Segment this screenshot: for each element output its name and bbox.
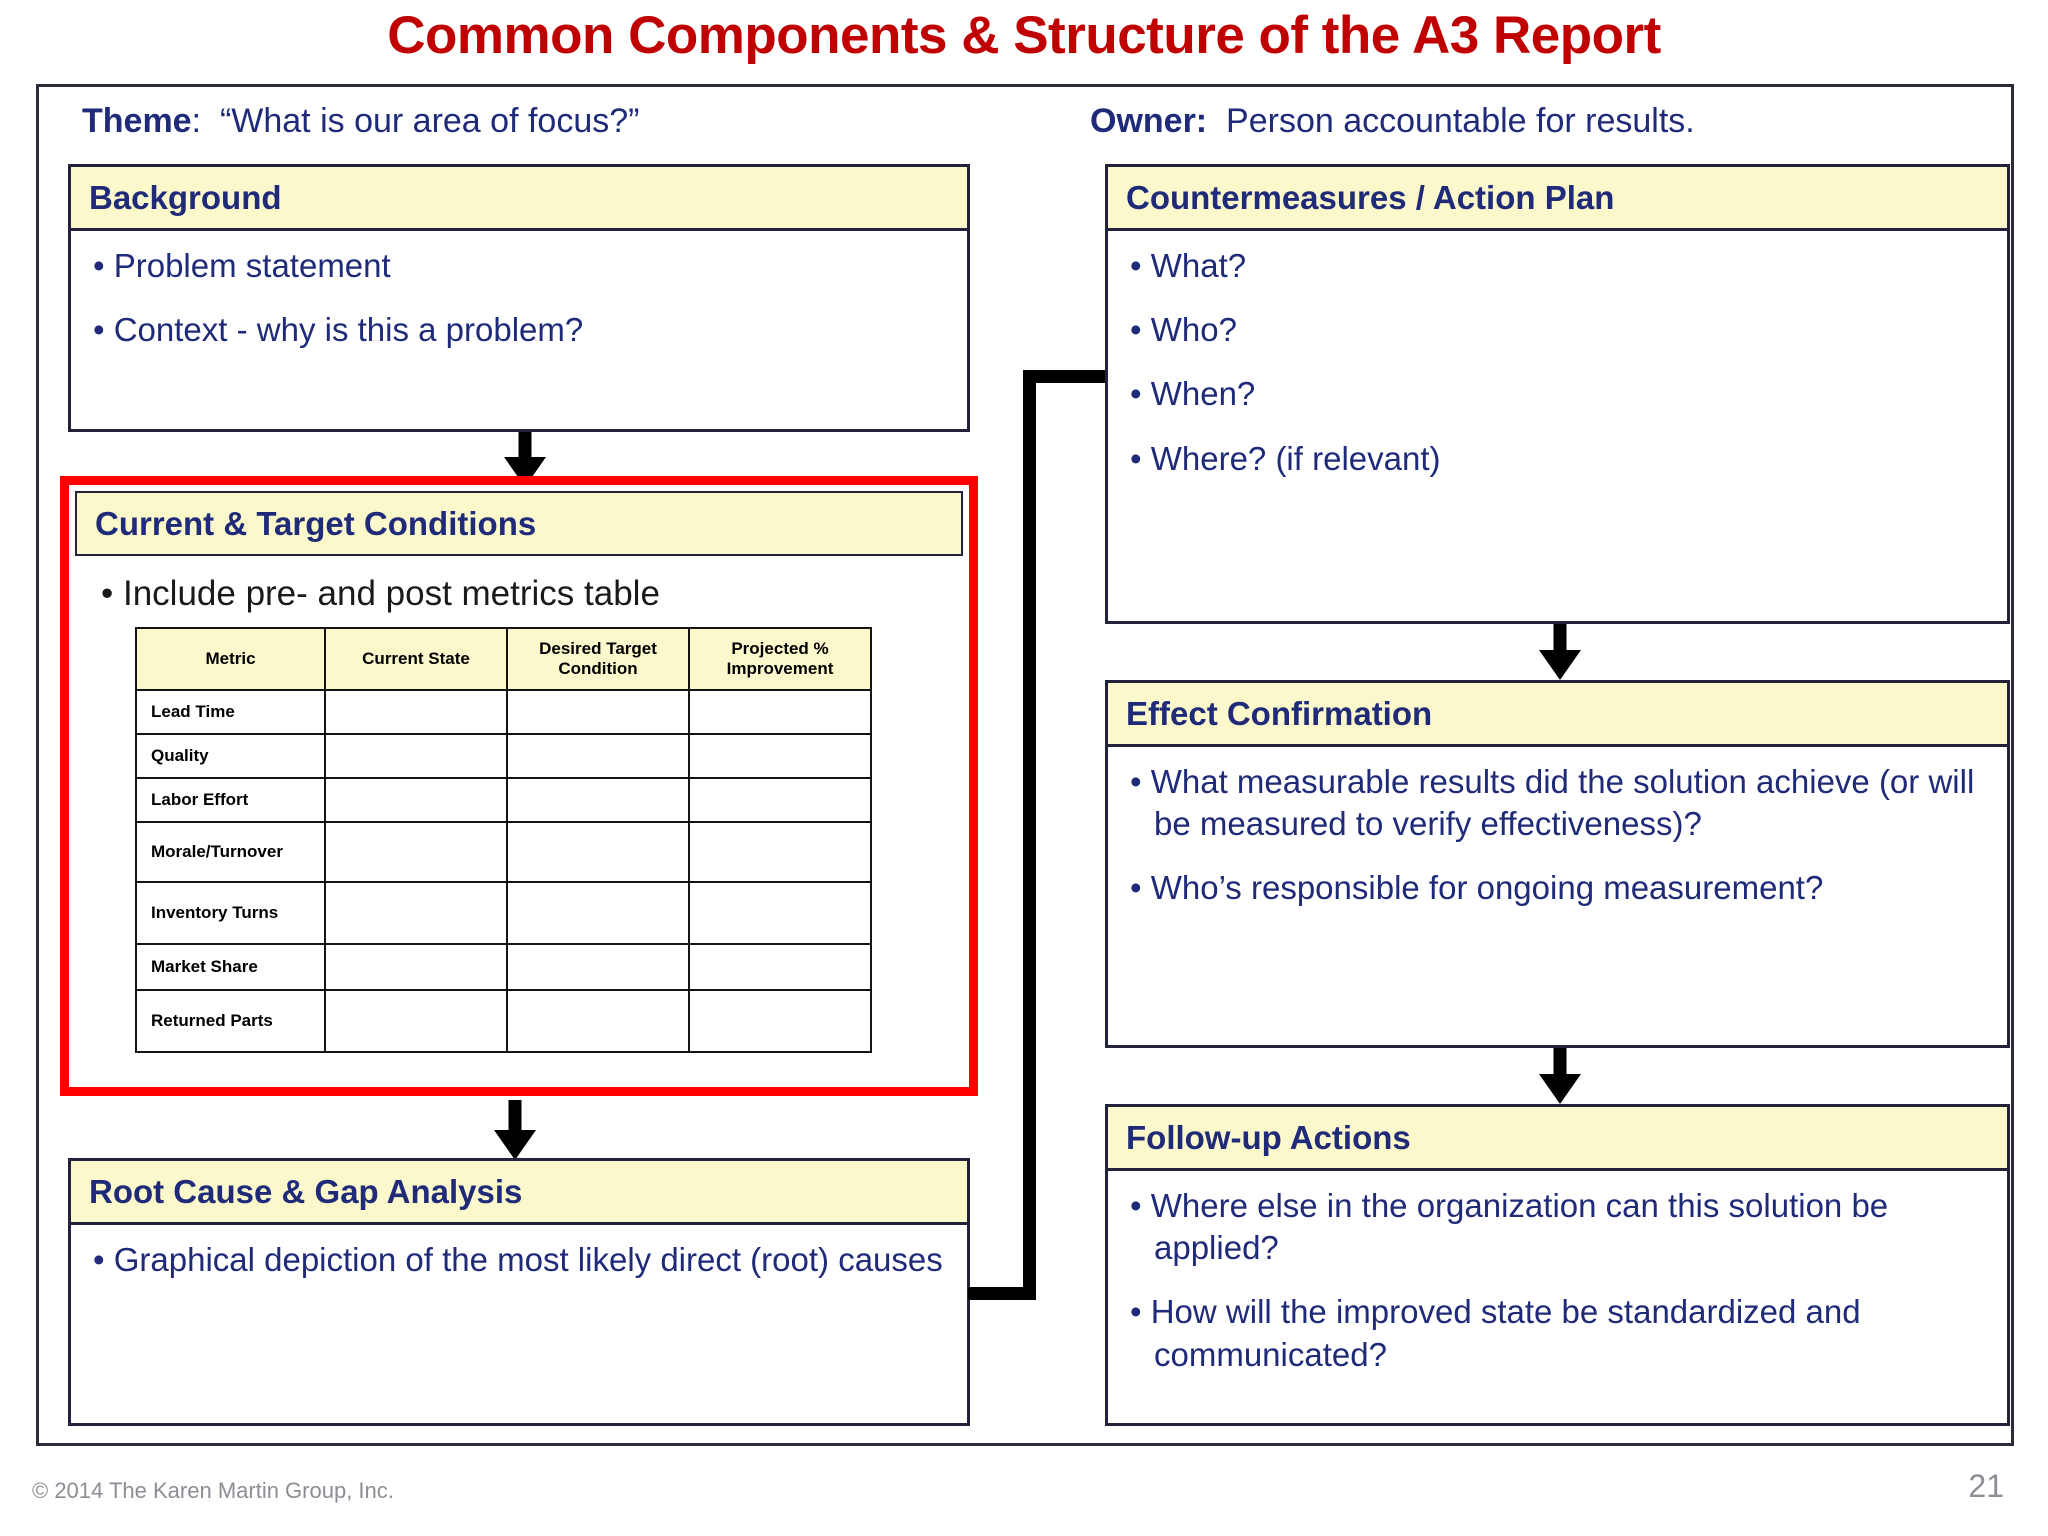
owner-value: Person accountable for results. (1226, 102, 1695, 140)
column-header-current-state: Current State (324, 626, 508, 691)
cell-projected-improvement[interactable] (688, 988, 872, 1053)
box-followup-body: • Where else in the organization can thi… (1108, 1171, 2007, 1376)
box-current-target-body: • Include pre- and post metrics table Me… (75, 556, 963, 1053)
cell-projected-improvement[interactable] (688, 942, 872, 991)
theme-label: Theme (82, 102, 192, 140)
cell-desired-target[interactable] (506, 688, 690, 735)
arrow-down-icon (485, 1100, 545, 1160)
cell-desired-target[interactable] (506, 880, 690, 945)
flow-connector-arrow (968, 356, 1138, 1300)
owner-label: Owner: (1090, 102, 1208, 140)
cell-desired-target[interactable] (506, 988, 690, 1053)
bullet-item: • Problem statement (93, 247, 391, 284)
owner-line: Owner: Person accountable for results. (1090, 102, 1695, 140)
bullet-item: • Context - why is this a problem? (93, 311, 584, 349)
theme-line: Theme: “What is our area of focus?” (82, 102, 640, 140)
box-effect-body: • What measurable results did the soluti… (1108, 747, 2007, 910)
bullet-item: • Where else in the organization can thi… (1130, 1187, 1889, 1267)
connector-segment-horizontal-bottom (968, 1287, 1036, 1300)
metric-label: Labor Effort (135, 776, 326, 823)
box-countermeasures-action-plan: Countermeasures / Action Plan • What? • … (1105, 164, 2010, 624)
connector-segment-vertical (1023, 380, 1036, 1300)
cell-desired-target[interactable] (506, 776, 690, 823)
bullet-item: • Who? (1130, 311, 1237, 349)
cell-projected-improvement[interactable] (688, 732, 872, 779)
table-row: Quality (135, 732, 872, 779)
box-countermeasures-body: • What? • Who? • When? • Where? (if rele… (1108, 231, 2007, 480)
box-root-cause-heading: Root Cause & Gap Analysis (71, 1161, 967, 1225)
table-row: Returned Parts (135, 988, 872, 1053)
table-row: Labor Effort (135, 776, 872, 823)
cell-desired-target[interactable] (506, 732, 690, 779)
bullet-item: • Graphical depiction of the most likely… (93, 1241, 943, 1278)
column-header-projected-improvement: Projected % Improvement (688, 626, 872, 691)
box-background-body: • Problem statement • Context - why is t… (71, 231, 967, 351)
box-background-heading: Background (71, 167, 967, 231)
box-effect-heading: Effect Confirmation (1108, 683, 2007, 747)
column-header-desired-target-condition: Desired Target Condition (506, 626, 690, 691)
metric-label: Inventory Turns (135, 880, 326, 945)
cell-projected-improvement[interactable] (688, 880, 872, 945)
page-title: Common Components & Structure of the A3 … (387, 6, 1661, 65)
theme-separator: : (191, 102, 202, 140)
bullet-item: • What measurable results did the soluti… (1130, 763, 1975, 843)
box-effect-confirmation: Effect Confirmation • What measurable re… (1105, 680, 2010, 1048)
box-followup-actions: Follow-up Actions • Where else in the or… (1105, 1104, 2010, 1426)
table-row: Inventory Turns (135, 880, 872, 945)
bullet-item: • Where? (if relevant) (1130, 439, 1441, 477)
box-current-target-conditions: Current & Target Conditions • Include pr… (60, 476, 978, 1096)
connector-segment-horizontal-top (1023, 370, 1108, 383)
bullet-item: • Include pre- and post metrics table (101, 574, 660, 613)
box-root-cause-gap-analysis: Root Cause & Gap Analysis • Graphical de… (68, 1158, 970, 1426)
cell-desired-target[interactable] (506, 942, 690, 991)
arrow-down-icon (1530, 624, 1590, 680)
box-background: Background • Problem statement • Context… (68, 164, 970, 432)
bullet-item: • What? (1130, 247, 1247, 284)
box-root-cause-body: • Graphical depiction of the most likely… (71, 1225, 967, 1281)
copyright-notice: © 2014 The Karen Martin Group, Inc. (32, 1478, 394, 1503)
column-header-metric: Metric (135, 626, 326, 691)
table-row: Morale/Turnover (135, 820, 872, 883)
table-row: Market Share (135, 942, 872, 991)
bullet-item: • Who’s responsible for ongoing measurem… (1130, 869, 1824, 907)
metric-label: Returned Parts (135, 988, 326, 1053)
theme-value: “What is our area of focus?” (219, 102, 640, 140)
metric-label: Lead Time (135, 688, 326, 735)
box-current-target-heading: Current & Target Conditions (75, 491, 963, 556)
metric-label: Quality (135, 732, 326, 779)
cell-current-state[interactable] (324, 820, 508, 883)
cell-current-state[interactable] (324, 880, 508, 945)
cell-projected-improvement[interactable] (688, 776, 872, 823)
table-header-row: Metric Current State Desired Target Cond… (135, 626, 872, 691)
arrow-down-icon (1530, 1048, 1590, 1104)
box-followup-heading: Follow-up Actions (1108, 1107, 2007, 1171)
cell-desired-target[interactable] (506, 820, 690, 883)
bullet-item: • When? (1130, 375, 1256, 413)
table-row: Lead Time (135, 688, 872, 735)
box-countermeasures-heading: Countermeasures / Action Plan (1108, 167, 2007, 231)
cell-current-state[interactable] (324, 988, 508, 1053)
page-number: 21 (1968, 1468, 2004, 1504)
cell-current-state[interactable] (324, 688, 508, 735)
cell-current-state[interactable] (324, 732, 508, 779)
metric-label: Morale/Turnover (135, 820, 326, 883)
metric-label: Market Share (135, 942, 326, 991)
bullet-item: • How will the improved state be standar… (1130, 1293, 1861, 1373)
metrics-table: Metric Current State Desired Target Cond… (135, 626, 872, 1053)
cell-current-state[interactable] (324, 776, 508, 823)
cell-projected-improvement[interactable] (688, 820, 872, 883)
cell-projected-improvement[interactable] (688, 688, 872, 735)
cell-current-state[interactable] (324, 942, 508, 991)
